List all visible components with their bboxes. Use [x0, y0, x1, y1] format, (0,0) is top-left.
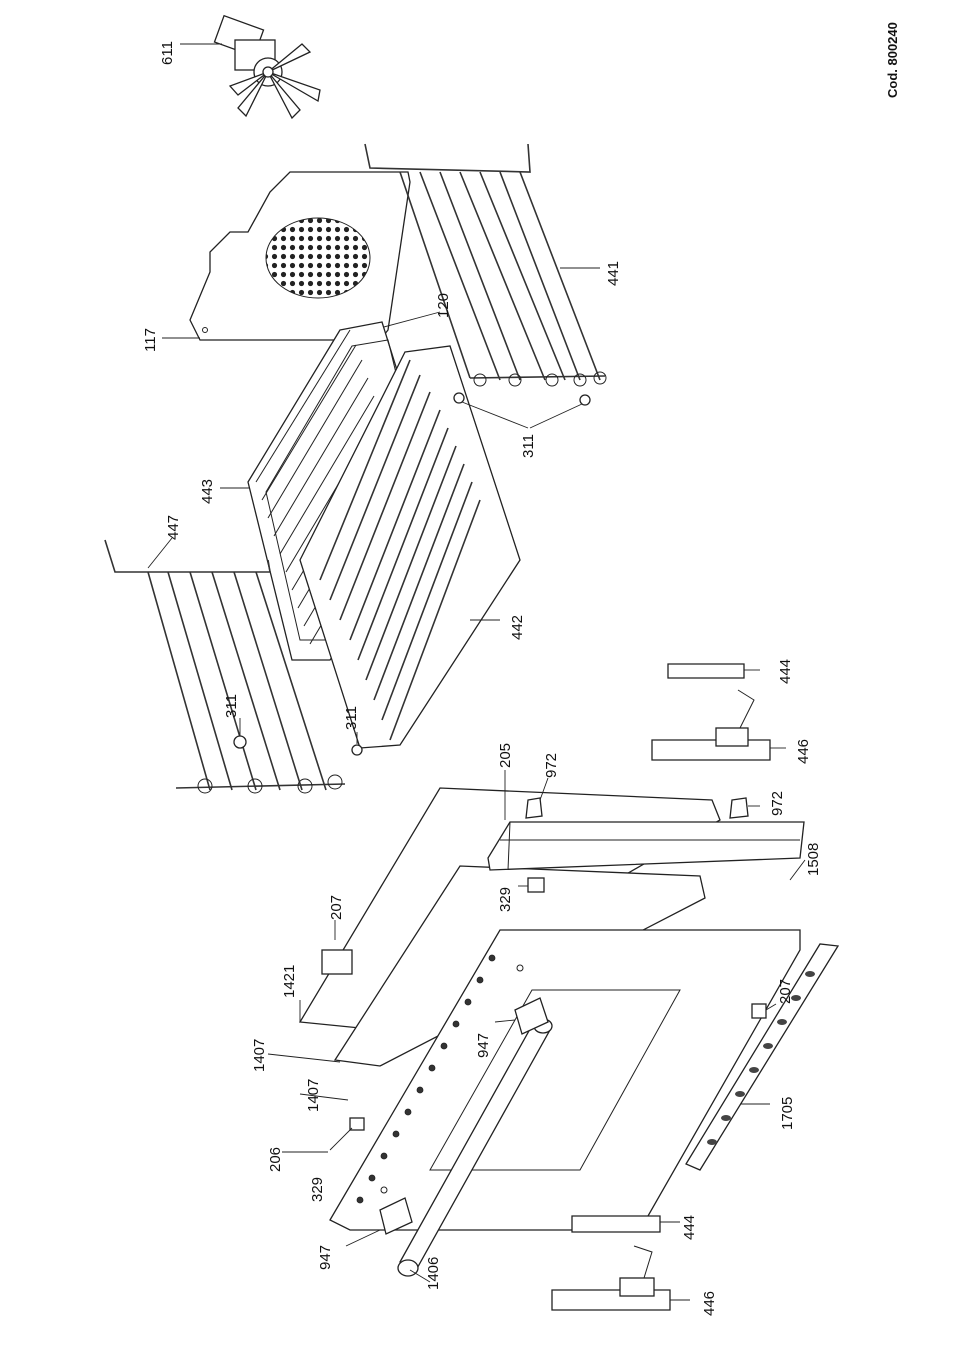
callout-1407-a: 1407 [251, 1039, 268, 1072]
handle-support-947-top [514, 997, 549, 1035]
callout-972-top: 972 [543, 753, 560, 778]
callout-1406: 1406 [425, 1257, 442, 1290]
callout-443: 443 [199, 479, 216, 504]
fan-motor-611 [213, 14, 321, 120]
door-handle-1406 [397, 1018, 553, 1277]
callout-446-bottom: 446 [701, 1291, 718, 1316]
channel-205 [487, 821, 805, 871]
callout-447: 447 [165, 515, 182, 540]
callout-611: 611 [159, 41, 176, 65]
side-rack-447 [104, 539, 346, 794]
callout-329-left: 329 [309, 1177, 326, 1202]
callout-1421: 1421 [281, 965, 298, 998]
hinge-446-top [651, 689, 771, 761]
bracket-972-top [525, 797, 543, 819]
clip-207-bottom [751, 1003, 767, 1019]
callout-441: 441 [605, 261, 622, 286]
hinge-446-bottom [551, 1245, 671, 1311]
callout-206: 206 [267, 1147, 284, 1172]
callout-1508: 1508 [805, 843, 822, 876]
callout-311-left: 311 [223, 694, 240, 718]
callout-444-top: 444 [777, 659, 794, 684]
callout-311-right: 311 [520, 434, 537, 458]
callout-120: 120 [435, 293, 452, 318]
callout-947-bottom: 947 [317, 1245, 334, 1270]
callout-444-bottom: 444 [681, 1215, 698, 1240]
handle-support-947-bottom [379, 1197, 413, 1235]
spacer-329-right [527, 877, 545, 893]
stud-311 [233, 392, 591, 756]
callout-442: 442 [509, 615, 526, 640]
callout-117: 117 [142, 328, 159, 352]
callout-1705: 1705 [779, 1097, 796, 1130]
wire-grid-442 [299, 345, 521, 749]
callout-446-top: 446 [795, 739, 812, 764]
back-panel-117 [189, 171, 411, 341]
callout-329-right: 329 [497, 887, 514, 912]
document-code: Cod. 800240 [885, 22, 900, 98]
spacer-329-left [349, 1117, 365, 1131]
side-rack-441 [364, 143, 607, 387]
callout-1407-b: 1407 [305, 1079, 322, 1112]
clip-207-top [321, 949, 353, 975]
hinge-cover-444-bottom [571, 1215, 661, 1233]
door-trim-1705 [685, 943, 840, 1171]
callout-207-top: 207 [328, 895, 345, 920]
callout-311-mid: 311 [343, 706, 360, 730]
hinge-cover-444-top [667, 663, 745, 679]
inner-door-panel [329, 929, 801, 1231]
callout-207-bottom: 207 [777, 979, 794, 1004]
callout-947-top: 947 [475, 1033, 492, 1058]
callout-205: 205 [497, 743, 514, 768]
bracket-972-bottom [729, 797, 749, 819]
callout-972-bottom: 972 [769, 791, 786, 816]
